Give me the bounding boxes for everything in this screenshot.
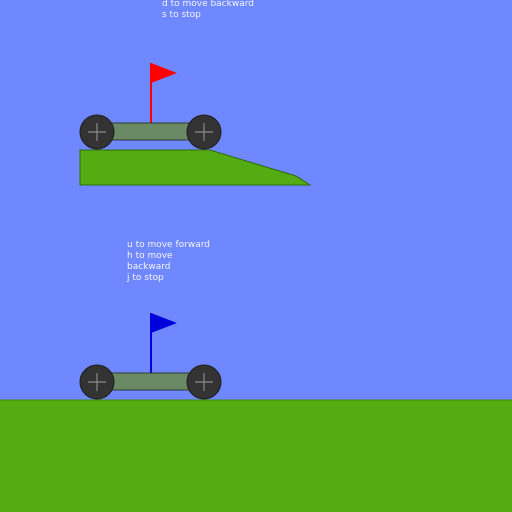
control-hint-line: h to move [127,251,173,261]
blue-flag-icon [151,313,177,333]
control-hint-line: u to move forward [127,240,210,250]
red-cart-right-wheel [186,114,222,150]
control-hint-line: d to move backward [162,0,254,9]
blue-cart-right-wheel [186,364,222,400]
player-one-controls: d to move backward s to stop [162,0,254,21]
control-hint-line: j to stop [127,273,164,283]
red-flag-icon [151,63,177,83]
control-hint-line: backward [127,262,171,272]
ground [0,400,512,512]
red-cart [79,63,222,150]
control-hint-line: s to stop [162,10,201,20]
player-two-controls: u to move forward h to move backward j t… [127,240,210,284]
red-cart-left-wheel [79,114,115,150]
ramp-platform [79,149,312,186]
blue-cart [79,313,222,400]
blue-cart-left-wheel [79,364,115,400]
